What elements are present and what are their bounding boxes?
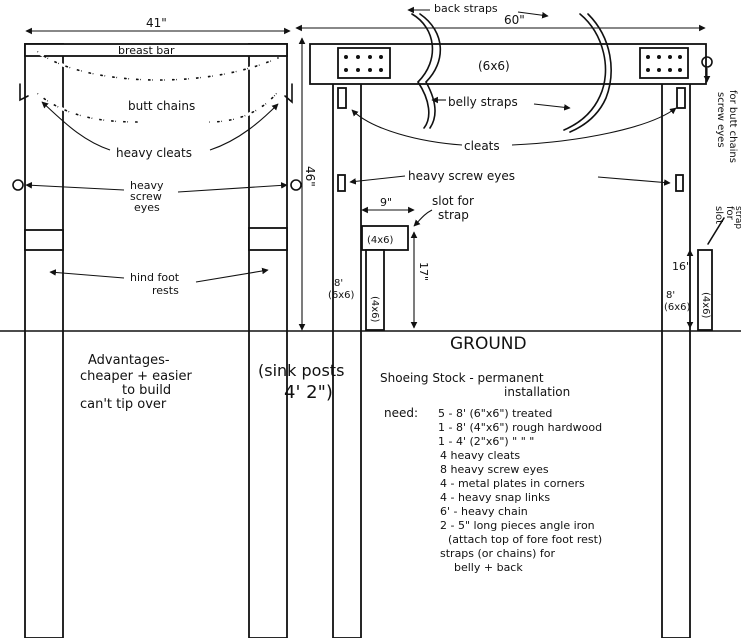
dim-17-label: 17" [417, 262, 430, 281]
belly-straps-label: belly straps [448, 95, 518, 109]
corner-plate-right [639, 47, 689, 79]
post-right-label-2: (6x6) [664, 302, 691, 313]
post-right-label-1: 8' [666, 290, 675, 301]
front-view: 60" back straps (6x6) belly straps [295, 2, 741, 638]
top-beam-label: (6x6) [478, 59, 510, 73]
side-view: 41" breast bar butt chains heavy cleats … [12, 16, 317, 638]
notes-item: 2 - 5" long pieces angle iron [440, 519, 595, 532]
dim-9-label: 9" [380, 196, 392, 209]
screw-eyes-label-3: eyes [134, 201, 160, 214]
notes-item: straps (or chains) for [440, 547, 555, 560]
slot-label-2: strap [438, 208, 469, 222]
back-strap-left [411, 13, 434, 129]
front-post-left [332, 45, 362, 638]
advantages-note: Advantages- cheaper + easier to build ca… [80, 353, 192, 412]
cleat-left [19, 83, 29, 102]
front-width-label: 60" [504, 13, 525, 27]
front-cleat-left [337, 87, 347, 109]
screw-eyes-label-1: heavy [130, 179, 164, 192]
corner-plate-left [337, 47, 391, 79]
ground-label: GROUND [450, 334, 527, 354]
notes-item: 4 - metal plates in corners [440, 477, 585, 490]
front-screw-eye-right [675, 174, 684, 192]
fore-foot-rest-block [361, 225, 409, 251]
back-strap-right [563, 13, 607, 131]
breast-bar [24, 43, 288, 57]
right-screw-eye [701, 56, 713, 68]
notes-item: belly + back [454, 561, 523, 574]
side-post-right [248, 43, 288, 638]
foot-rests-label-2: rests [152, 284, 179, 297]
cleat-right [284, 83, 293, 104]
leg-left-label: (4x6) [369, 296, 380, 323]
back-straps-label: back straps [434, 2, 498, 15]
notes-item: 5 - 8' (6"x6") treated [438, 407, 552, 420]
notes-item: (attach top of fore foot rest) [448, 533, 602, 546]
fore-foot-rest-leg [365, 249, 385, 331]
notes-item: 4 - heavy snap links [440, 491, 550, 504]
leg-right-label: (4x6) [700, 292, 711, 319]
front-cleat-right [676, 87, 686, 109]
foot-rests-label-1: hind foot [130, 271, 180, 284]
right-screw-label-1: screw eyes [715, 92, 726, 148]
front-screw-eye-left [337, 174, 346, 192]
right-strap-slot [707, 217, 725, 245]
right-slot-label-3: strap [733, 206, 741, 229]
advantages-line-1: Advantages- [88, 353, 170, 368]
side-width-label: 41" [146, 16, 167, 30]
materials-note: Shoeing Stock - permanent installation n… [380, 371, 602, 574]
sink-posts-label-1: (sink posts [258, 361, 344, 380]
block-4x6-label: (4x6) [367, 235, 394, 246]
sink-posts-label-2: 4' 2") [284, 382, 333, 403]
side-height-label: 46" [303, 166, 317, 187]
butt-chains-label: butt chains [128, 99, 195, 113]
dim-16-label: 16" [672, 260, 691, 273]
notes-item: 6' - heavy chain [440, 505, 528, 518]
cleats-label: cleats [464, 139, 500, 153]
screw-eye-left [12, 179, 24, 191]
screw-eye-right [290, 179, 302, 191]
notes-item: 8 heavy screw eyes [440, 463, 549, 476]
foot-rest-right [248, 227, 288, 251]
breast-bar-label: breast bar [118, 44, 175, 57]
notes-item: 4 heavy cleats [440, 449, 520, 462]
side-post-left [24, 43, 64, 638]
advantages-line-3: to build [122, 383, 171, 398]
post-left-label-1: 8' [334, 278, 343, 289]
right-foot-rest-leg [697, 249, 713, 331]
right-slot-label-2: for [724, 206, 735, 221]
front-post-right [661, 45, 691, 638]
screw-eyes-label-2: screw [130, 190, 162, 203]
right-slot-label-1: slot [713, 206, 724, 224]
notes-title-2: installation [504, 385, 570, 399]
advantages-line-2: cheaper + easier [80, 369, 192, 384]
heavy-cleats-label: heavy cleats [116, 146, 192, 160]
front-screw-eyes-label: heavy screw eyes [408, 169, 515, 183]
foot-rest-left [24, 229, 64, 251]
slot-label-1: slot for [432, 194, 474, 208]
notes-need-label: need: [384, 406, 418, 420]
notes-item: 1 - 8' (4"x6") rough hardwood [438, 421, 602, 434]
right-screw-label-2: for butt chains [727, 90, 738, 163]
post-left-label-2: (6x6) [328, 290, 355, 301]
notes-title-1: Shoeing Stock - permanent [380, 371, 544, 385]
advantages-line-4: can't tip over [80, 397, 167, 412]
notes-item: 1 - 4' (2"x6") " " " [438, 435, 534, 448]
